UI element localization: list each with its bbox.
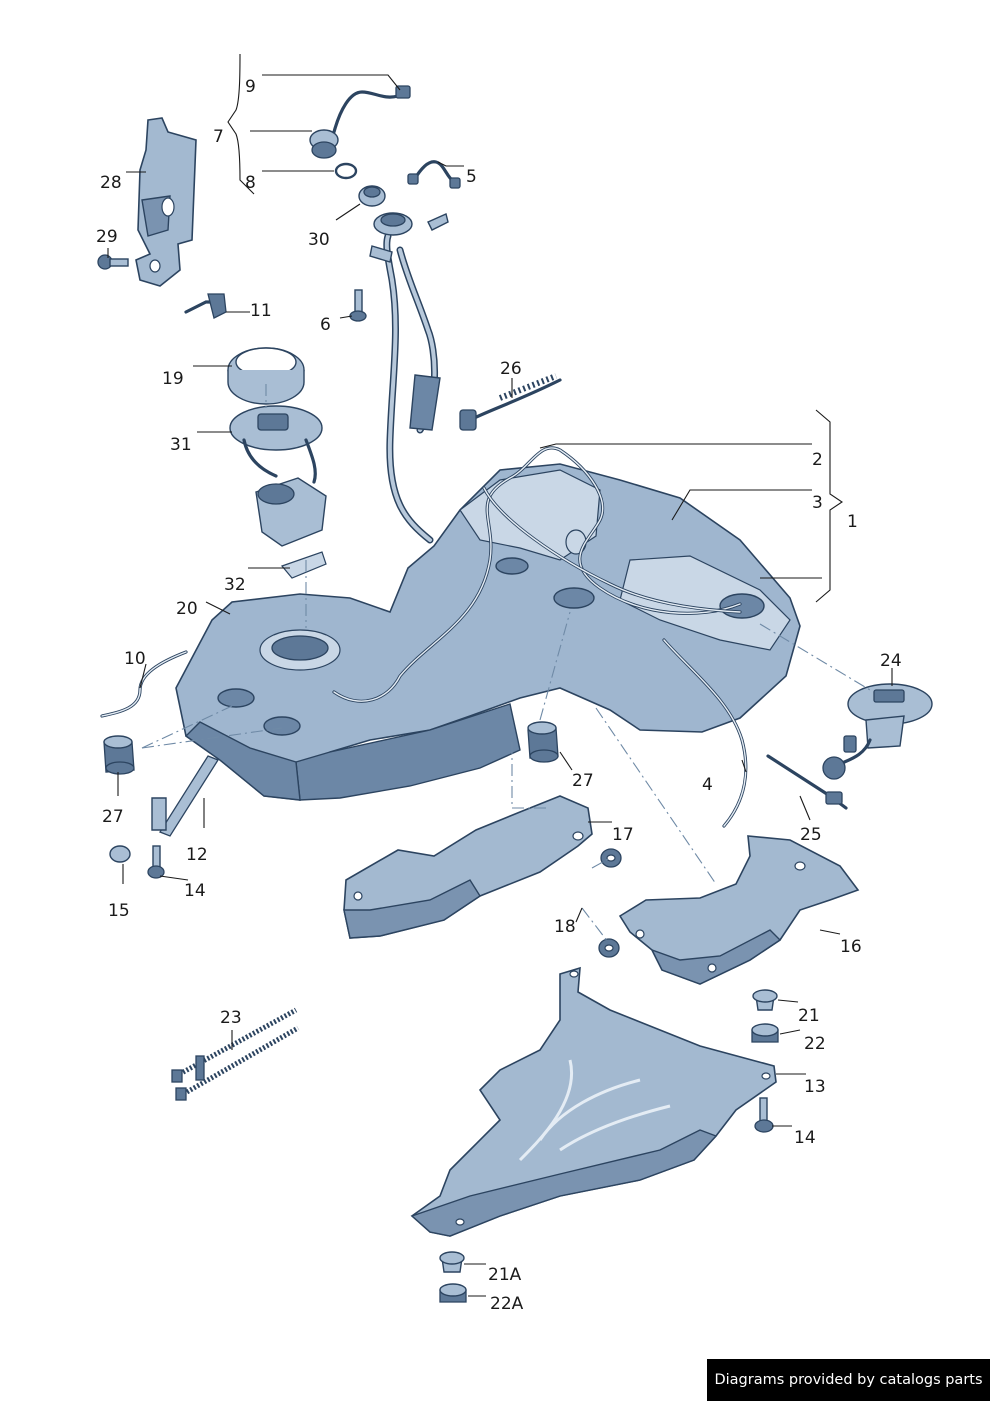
heat-shield-28	[135, 117, 197, 287]
vent-line-3	[482, 486, 742, 614]
callout-7: 7	[213, 127, 224, 147]
callout-4: 4	[702, 775, 713, 795]
callout-32: 32	[224, 575, 246, 595]
fuel-cap	[309, 85, 411, 159]
bolt-29	[97, 254, 129, 270]
spacer-21	[752, 989, 778, 1011]
callout-19: 19	[162, 369, 184, 389]
callout-11: 11	[250, 301, 272, 321]
grommet-22a	[439, 1283, 467, 1303]
rubber-buffer-27-right	[527, 721, 559, 763]
callout-29: 29	[96, 227, 118, 247]
callout-20: 20	[176, 599, 198, 619]
filler-insert	[358, 185, 386, 207]
callout-26: 26	[500, 359, 522, 379]
fuel-pump-31	[229, 405, 327, 579]
callout-27-left: 27	[102, 807, 124, 827]
bolt-6	[349, 289, 367, 322]
callout-14-left: 14	[184, 881, 206, 901]
callout-9: 9	[245, 77, 256, 97]
callout-22: 22	[804, 1034, 826, 1054]
ground-wire	[407, 160, 461, 189]
callout-16: 16	[840, 937, 862, 957]
callout-21: 21	[798, 1006, 820, 1026]
connector-hose-11	[184, 293, 227, 319]
callout-31: 31	[170, 435, 192, 455]
fuel-line-4	[662, 638, 748, 828]
heat-shield-17	[343, 795, 593, 939]
nut-18-upper	[600, 848, 622, 868]
fuel-level-sender-24	[822, 683, 933, 780]
callout-28: 28	[100, 173, 122, 193]
bolt-14-right	[754, 1097, 774, 1133]
callout-13: 13	[804, 1077, 826, 1097]
callout-15: 15	[108, 901, 130, 921]
callout-3: 3	[812, 493, 823, 513]
rubber-buffer-27-left	[103, 735, 135, 775]
callout-10: 10	[124, 649, 146, 669]
bolt-14-left	[147, 845, 165, 879]
tension-strap-12	[151, 755, 219, 837]
callout-6: 6	[320, 315, 331, 335]
grommet-22	[751, 1023, 779, 1043]
callout-25: 25	[800, 825, 822, 845]
assembly-lines	[141, 384, 871, 943]
suction-line-25	[766, 754, 848, 810]
fuel-tank-20	[175, 463, 801, 801]
callout-1: 1	[847, 512, 858, 532]
callout-23: 23	[220, 1008, 242, 1028]
callout-21a: 21A	[488, 1265, 522, 1285]
spacer-21a	[439, 1251, 465, 1273]
locking-ring-19	[227, 347, 305, 405]
callout-2: 2	[812, 450, 823, 470]
callout-8: 8	[245, 173, 256, 193]
callout-27-right: 27	[572, 771, 594, 791]
callout-30: 30	[308, 230, 330, 250]
callout-12: 12	[186, 845, 208, 865]
callout-labels: 1 2 3 4 5 6 7 8 9 10 11 12 13 14 14 15 1…	[96, 77, 902, 1314]
sender-26	[459, 373, 562, 431]
filler-neck-assembly	[369, 212, 449, 544]
callout-24: 24	[880, 651, 902, 671]
leader-lines	[107, 53, 893, 1297]
clip-15	[109, 845, 131, 863]
callout-5: 5	[466, 167, 477, 187]
underbody-cover-13	[410, 966, 777, 1237]
vent-line-10	[100, 650, 188, 718]
cable-ties-23	[171, 1007, 300, 1101]
callout-18: 18	[554, 917, 576, 937]
callout-17: 17	[612, 825, 634, 845]
callout-22a: 22A	[490, 1294, 524, 1314]
nut-18-lower	[598, 938, 620, 958]
fuel-line-2	[332, 446, 742, 703]
callout-14-right: 14	[794, 1128, 816, 1148]
o-ring	[334, 162, 358, 180]
heat-shield-16	[618, 835, 860, 985]
footer-credit: Diagrams provided by catalogs parts	[707, 1359, 990, 1401]
